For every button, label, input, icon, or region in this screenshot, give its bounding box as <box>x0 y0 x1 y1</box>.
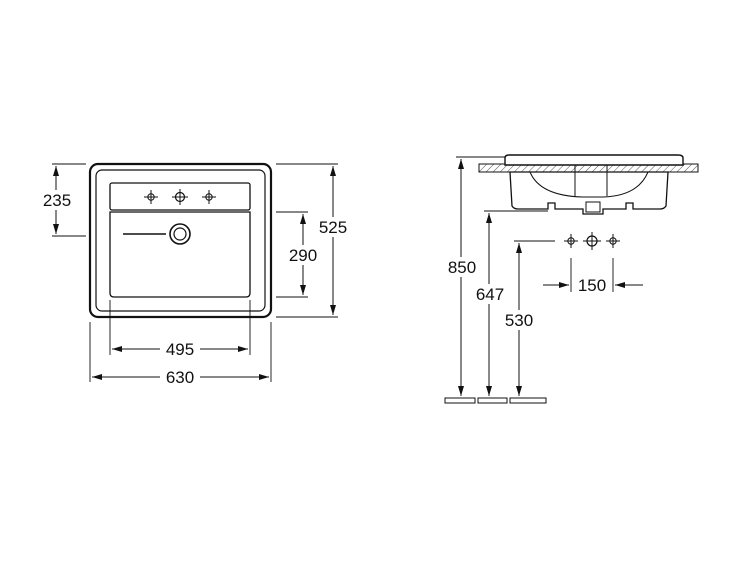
dim-label-495: 495 <box>166 340 194 359</box>
basin-rim <box>504 154 684 166</box>
dim-label-850: 850 <box>448 258 476 277</box>
tap-hole-right-icon <box>606 234 620 248</box>
dim-label-150: 150 <box>578 276 606 295</box>
bowl-outline <box>109 211 251 298</box>
label-bg <box>471 284 509 304</box>
dim-label-290: 290 <box>289 246 317 265</box>
tap-hole-center-icon <box>583 232 601 250</box>
label-bg <box>443 257 481 277</box>
basin-outer-outline <box>88 162 273 319</box>
dim-label-530: 530 <box>505 311 533 330</box>
label-bg <box>284 245 322 265</box>
label-bg <box>160 339 200 359</box>
dim-label-647: 647 <box>476 285 504 304</box>
dim-label-630: 630 <box>166 368 194 387</box>
label-bg <box>160 367 200 387</box>
top-view: 235 525 290 495 630 <box>38 162 352 387</box>
dim-label-525: 525 <box>319 218 347 237</box>
drain-icon <box>169 223 191 245</box>
waste-outlet <box>585 201 601 213</box>
tap-ledge <box>109 182 251 211</box>
dim-label-235: 235 <box>43 191 71 210</box>
basin-inner-outline <box>95 169 266 312</box>
label-bg <box>314 217 352 237</box>
tap-hole-right-icon <box>202 190 216 204</box>
tap-hole-center-icon <box>172 189 188 205</box>
label-bg <box>38 190 76 210</box>
bowl-interior-curve <box>529 171 649 198</box>
basin-body <box>509 171 669 215</box>
floor-block <box>444 397 476 404</box>
side-view: 850 647 530 150 <box>443 154 699 404</box>
floor-block <box>477 397 508 404</box>
tap-hole-left-icon <box>144 190 158 204</box>
floor-block <box>509 397 547 404</box>
label-bg <box>500 310 538 330</box>
tap-hole-left-icon <box>564 234 578 248</box>
